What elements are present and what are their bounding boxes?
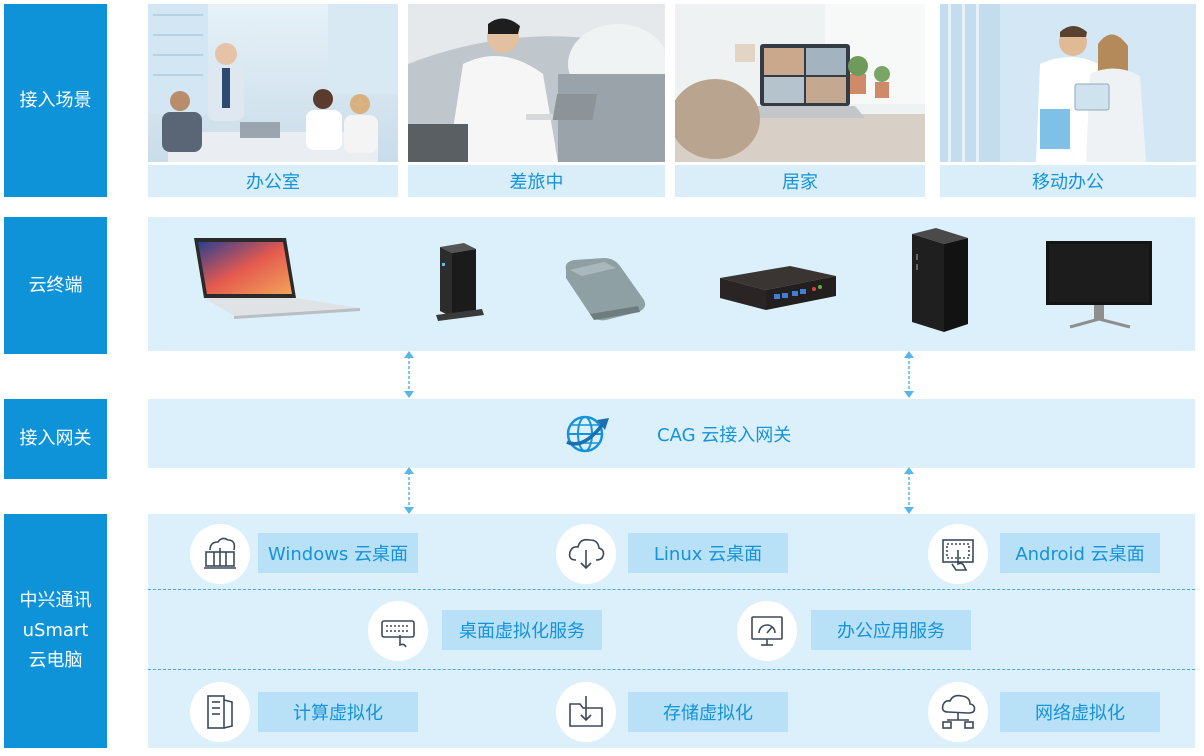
terminals-panel bbox=[148, 217, 1195, 351]
office-app-service-label: 办公应用服务 bbox=[811, 610, 971, 650]
row-label-platform: 中兴通讯 uSmart 云电脑 bbox=[4, 514, 107, 748]
android-desktop-icon bbox=[928, 524, 988, 584]
platform-divider-2 bbox=[148, 669, 1195, 670]
office-meeting-photo bbox=[148, 4, 398, 162]
android-desktop-label: Android 云桌面 bbox=[1000, 533, 1160, 573]
row-label-gateway: 接入网关 bbox=[4, 399, 107, 479]
scene-mobile: 移动办公 bbox=[940, 4, 1196, 197]
desktop-virtualization-label: 桌面虚拟化服务 bbox=[442, 610, 602, 650]
home-video-call-photo bbox=[675, 4, 925, 162]
arrow-gateway-platform-right bbox=[904, 467, 914, 514]
scene-travel: 差旅中 bbox=[408, 4, 665, 197]
scene-caption-mobile: 移动办公 bbox=[940, 165, 1196, 197]
network-virtualization-label: 网络虚拟化 bbox=[1000, 692, 1160, 732]
linux-desktop-icon bbox=[556, 524, 616, 584]
compute-virtualization-label: 计算虚拟化 bbox=[258, 692, 418, 732]
storage-folder-icon bbox=[556, 682, 616, 742]
row-label-platform-line3: 云电脑 bbox=[28, 650, 83, 671]
scene-caption-home: 居家 bbox=[675, 165, 925, 197]
row-label-gateway-text: 接入网关 bbox=[19, 428, 92, 449]
row-label-platform-line1: 中兴通讯 bbox=[19, 590, 92, 611]
keyboard-icon bbox=[368, 601, 428, 661]
thin-client-box-device bbox=[720, 266, 836, 310]
compute-server-icon bbox=[190, 682, 250, 742]
dashboard-monitor-icon bbox=[737, 601, 797, 661]
portable-terminal-device bbox=[565, 258, 646, 321]
row-label-terminals-text: 云终端 bbox=[28, 274, 83, 296]
row-label-terminals: 云终端 bbox=[4, 217, 107, 354]
desktop-tower-device bbox=[912, 228, 968, 332]
scene-office: 办公室 bbox=[148, 4, 398, 197]
platform-divider-1 bbox=[148, 589, 1195, 590]
globe-arrow-icon bbox=[566, 415, 609, 453]
row-label-scenes: 接入场景 bbox=[4, 4, 107, 197]
row-label-scenes-text: 接入场景 bbox=[19, 89, 92, 111]
linux-desktop-label: Linux 云桌面 bbox=[628, 533, 788, 573]
arrow-terminals-gateway-right bbox=[904, 351, 914, 398]
scene-caption-travel: 差旅中 bbox=[408, 165, 665, 197]
storage-virtualization-label: 存储虚拟化 bbox=[628, 692, 788, 732]
mini-pc-tower-device bbox=[436, 243, 484, 321]
laptop-device bbox=[194, 238, 360, 319]
network-cloud-icon bbox=[928, 682, 988, 742]
traveler-laptop-photo bbox=[408, 4, 665, 162]
scene-home: 居家 bbox=[675, 4, 925, 197]
arrow-terminals-gateway-left bbox=[404, 351, 414, 398]
windows-desktop-label: Windows 云桌面 bbox=[258, 533, 418, 573]
gateway-panel bbox=[148, 399, 1195, 468]
scene-caption-office: 办公室 bbox=[148, 165, 398, 197]
row-label-platform-line2: uSmart bbox=[22, 620, 89, 641]
windows-desktop-icon bbox=[190, 524, 250, 584]
arrow-gateway-platform-left bbox=[404, 467, 414, 514]
monitor-device bbox=[1046, 241, 1152, 329]
gateway-text: CAG 云接入网关 bbox=[657, 425, 792, 446]
mobile-office-photo bbox=[940, 4, 1196, 162]
